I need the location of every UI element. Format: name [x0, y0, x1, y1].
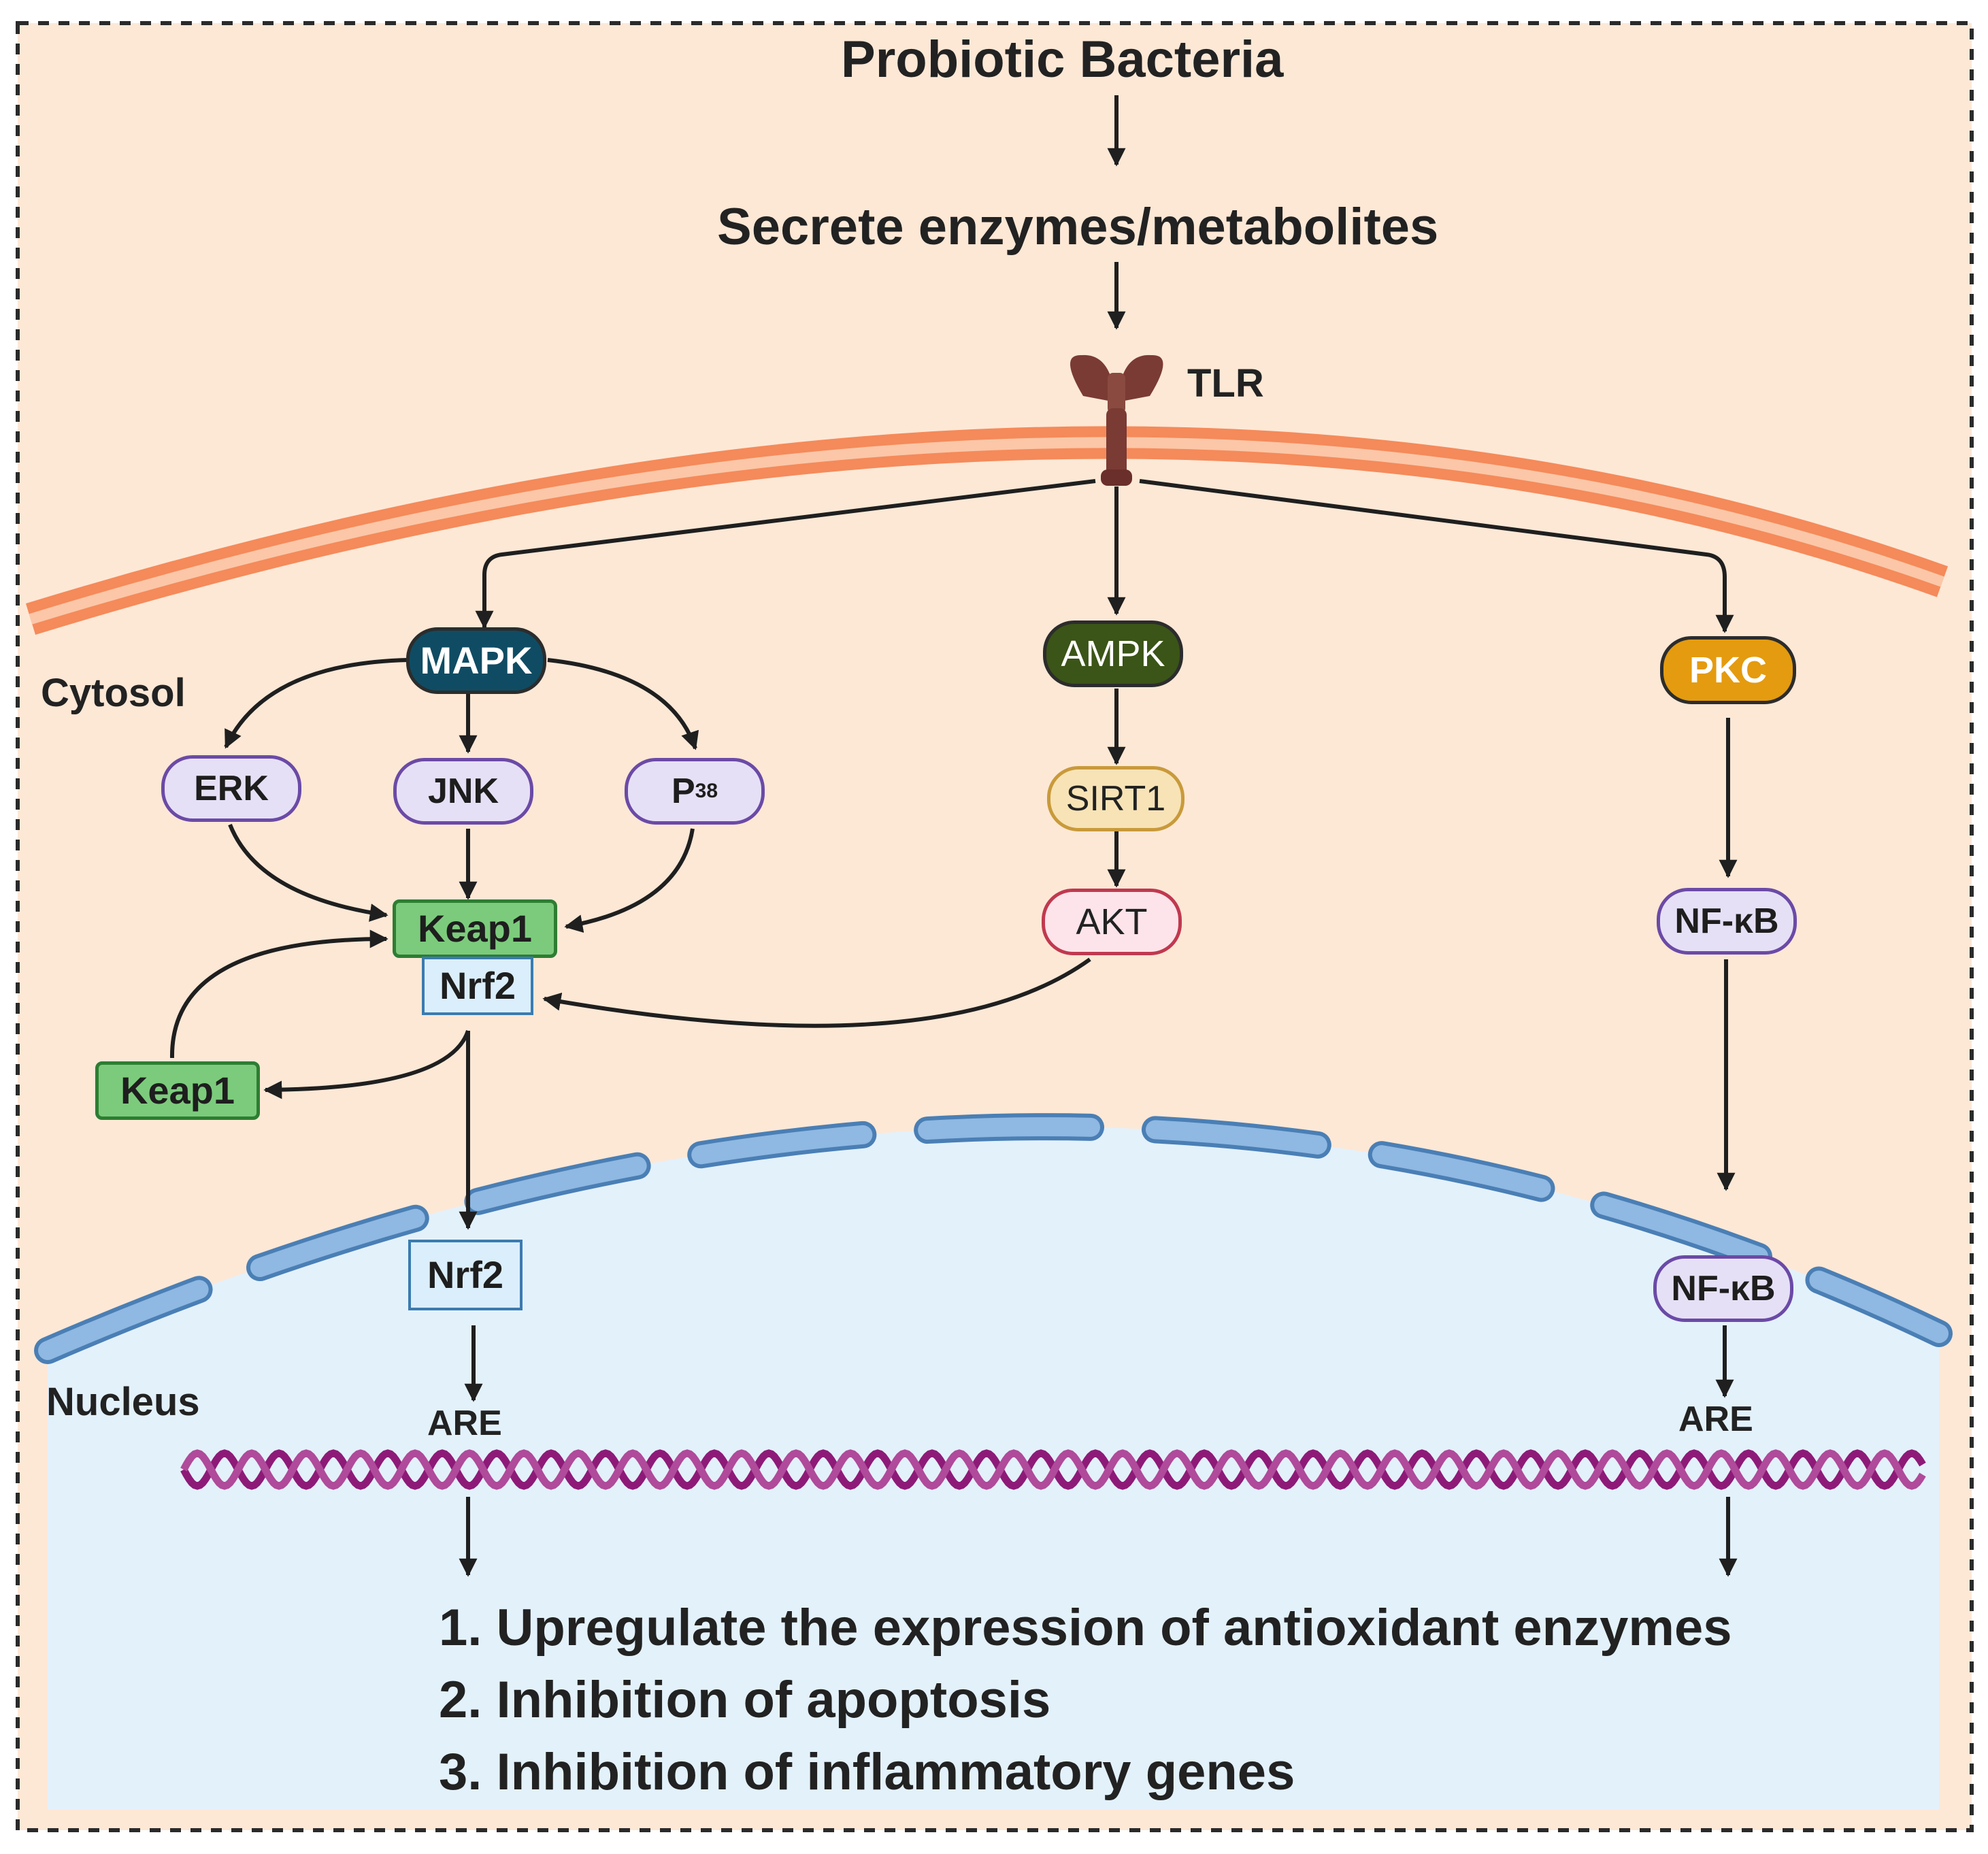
are-label-right: ARE: [1678, 1400, 1753, 1439]
arrow-p38-keap1: [564, 828, 695, 933]
arrow-tlr-mapk: [475, 479, 1096, 629]
nrf2-nuclear-node: Nrf2: [408, 1240, 523, 1310]
sirt1-node: SIRT1: [1047, 766, 1184, 831]
outcome-item: 3. Inhibition of inflammatory genes: [439, 1743, 1295, 1801]
keap1-released-node: Keap1: [95, 1061, 260, 1120]
cytosol-label: Cytosol: [41, 671, 186, 715]
dna-helix-icon: [180, 1449, 1926, 1490]
arrow-mapk-erk: [224, 658, 409, 749]
tlr-label: TLR: [1187, 361, 1264, 405]
tlr-receptor-icon: [1070, 354, 1163, 486]
akt-node: AKT: [1042, 889, 1182, 955]
arrow-erk-keap1: [228, 823, 388, 922]
outcome-item: 1. Upregulate the expression of antioxid…: [439, 1599, 1732, 1657]
keap1-complex-node: Keap1: [393, 899, 557, 958]
probiotic-bacteria-label: Probiotic Bacteria: [841, 31, 1284, 88]
dna-strand-b: [180, 1449, 1926, 1490]
secretion-label: Secrete enzymes/metabolites: [717, 198, 1439, 256]
nfkb-cytosol-node: NF-κB: [1657, 888, 1797, 955]
nuclear-envelope: [38, 1117, 1949, 1360]
ampk-node: AMPK: [1043, 620, 1183, 687]
figure-border: [16, 21, 1974, 1832]
arrow-keap1-release: [263, 1030, 470, 1099]
arrow-mapk-p38: [547, 658, 699, 750]
arrow-keap1-recycle: [169, 929, 388, 1059]
arrow-tlr-pkc: [1139, 479, 1734, 633]
jnk-node: JNK: [393, 758, 533, 825]
nrf2-complex-node: Nrf2: [422, 957, 533, 1015]
erk-node: ERK: [161, 755, 301, 822]
outcomes-list: 1. Upregulate the expression of antioxid…: [439, 1592, 1732, 1808]
p38-base: P: [671, 772, 695, 811]
are-label-left: ARE: [427, 1404, 502, 1443]
outcome-item: 2. Inhibition of apoptosis: [439, 1671, 1051, 1729]
plasma-membrane-inner: [29, 437, 1944, 625]
pkc-node: PKC: [1660, 636, 1796, 704]
arrow-akt-nrf2: [542, 957, 1091, 1028]
p38-superscript: 38: [695, 780, 718, 802]
nucleus-label: Nucleus: [46, 1380, 200, 1424]
mapk-node: MAPK: [406, 627, 546, 694]
nfkb-nuclear-node: NF-κB: [1653, 1255, 1793, 1322]
